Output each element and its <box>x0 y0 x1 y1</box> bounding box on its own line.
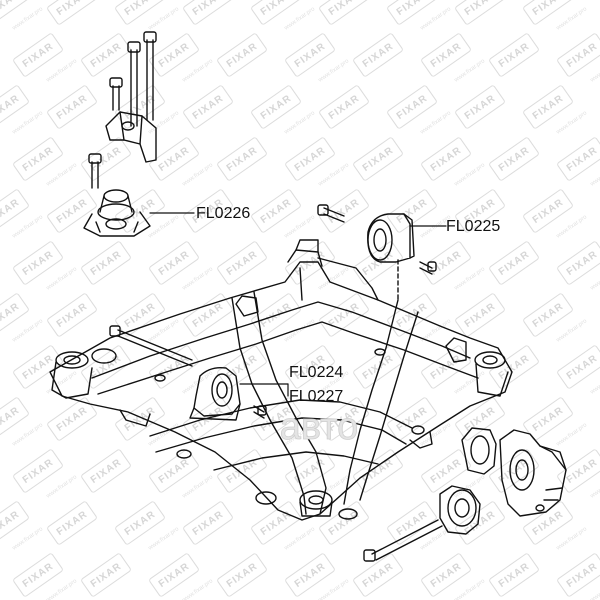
subframe <box>49 239 513 521</box>
leader-lines <box>149 212 447 397</box>
part-label-fl0227: FL0227 <box>289 388 344 405</box>
mount-fl0225 <box>317 204 437 301</box>
engine-mount-fl0226 <box>83 31 157 237</box>
auto-watermark-logo: авто <box>279 407 359 447</box>
auto-watermark-text: авто <box>280 407 359 447</box>
transmission-mount <box>461 427 567 517</box>
rear-bushing <box>363 485 481 562</box>
mount-fl0224-fl0227 <box>109 325 267 421</box>
part-label-fl0224: FL0224 <box>289 364 344 381</box>
part-label-fl0226: FL0226 <box>196 205 251 222</box>
part-label-fl0225: FL0225 <box>446 218 501 235</box>
